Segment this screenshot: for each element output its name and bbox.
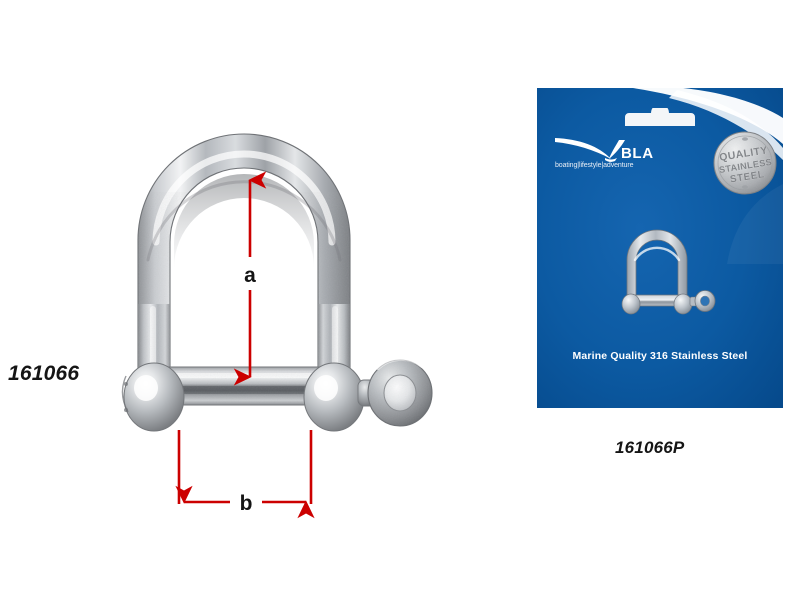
packaged-part-number: 161066P	[615, 438, 685, 457]
bla-wordmark: BLA	[621, 145, 654, 162]
bla-tagline: boating|lifestyle|adventure	[555, 162, 634, 169]
bla-swoosh-icon	[555, 138, 625, 162]
shackle-left-boss	[121, 362, 185, 432]
shackle-pin	[161, 366, 329, 406]
shackle-pin-eye	[357, 356, 433, 427]
loose-part-number: 161066	[8, 362, 80, 385]
shackle-right-boss	[303, 362, 365, 432]
d-shackle-illustration	[121, 133, 433, 432]
d-shackle-product-image	[104, 92, 464, 462]
euro-hang-hole	[625, 108, 695, 126]
quality-stainless-steel-seal: QUALITY STAINLESS STEEL	[713, 131, 777, 195]
package-footer-text: Marine Quality 316 Stainless Steel	[572, 350, 748, 362]
retail-blister-pack: BLA boating|lifestyle|adventure	[537, 88, 783, 408]
packaged-d-shackle-image	[621, 229, 716, 315]
bla-brand-lockup: BLA boating|lifestyle|adventure	[553, 138, 671, 176]
dimension-b-label: b	[240, 492, 253, 515]
